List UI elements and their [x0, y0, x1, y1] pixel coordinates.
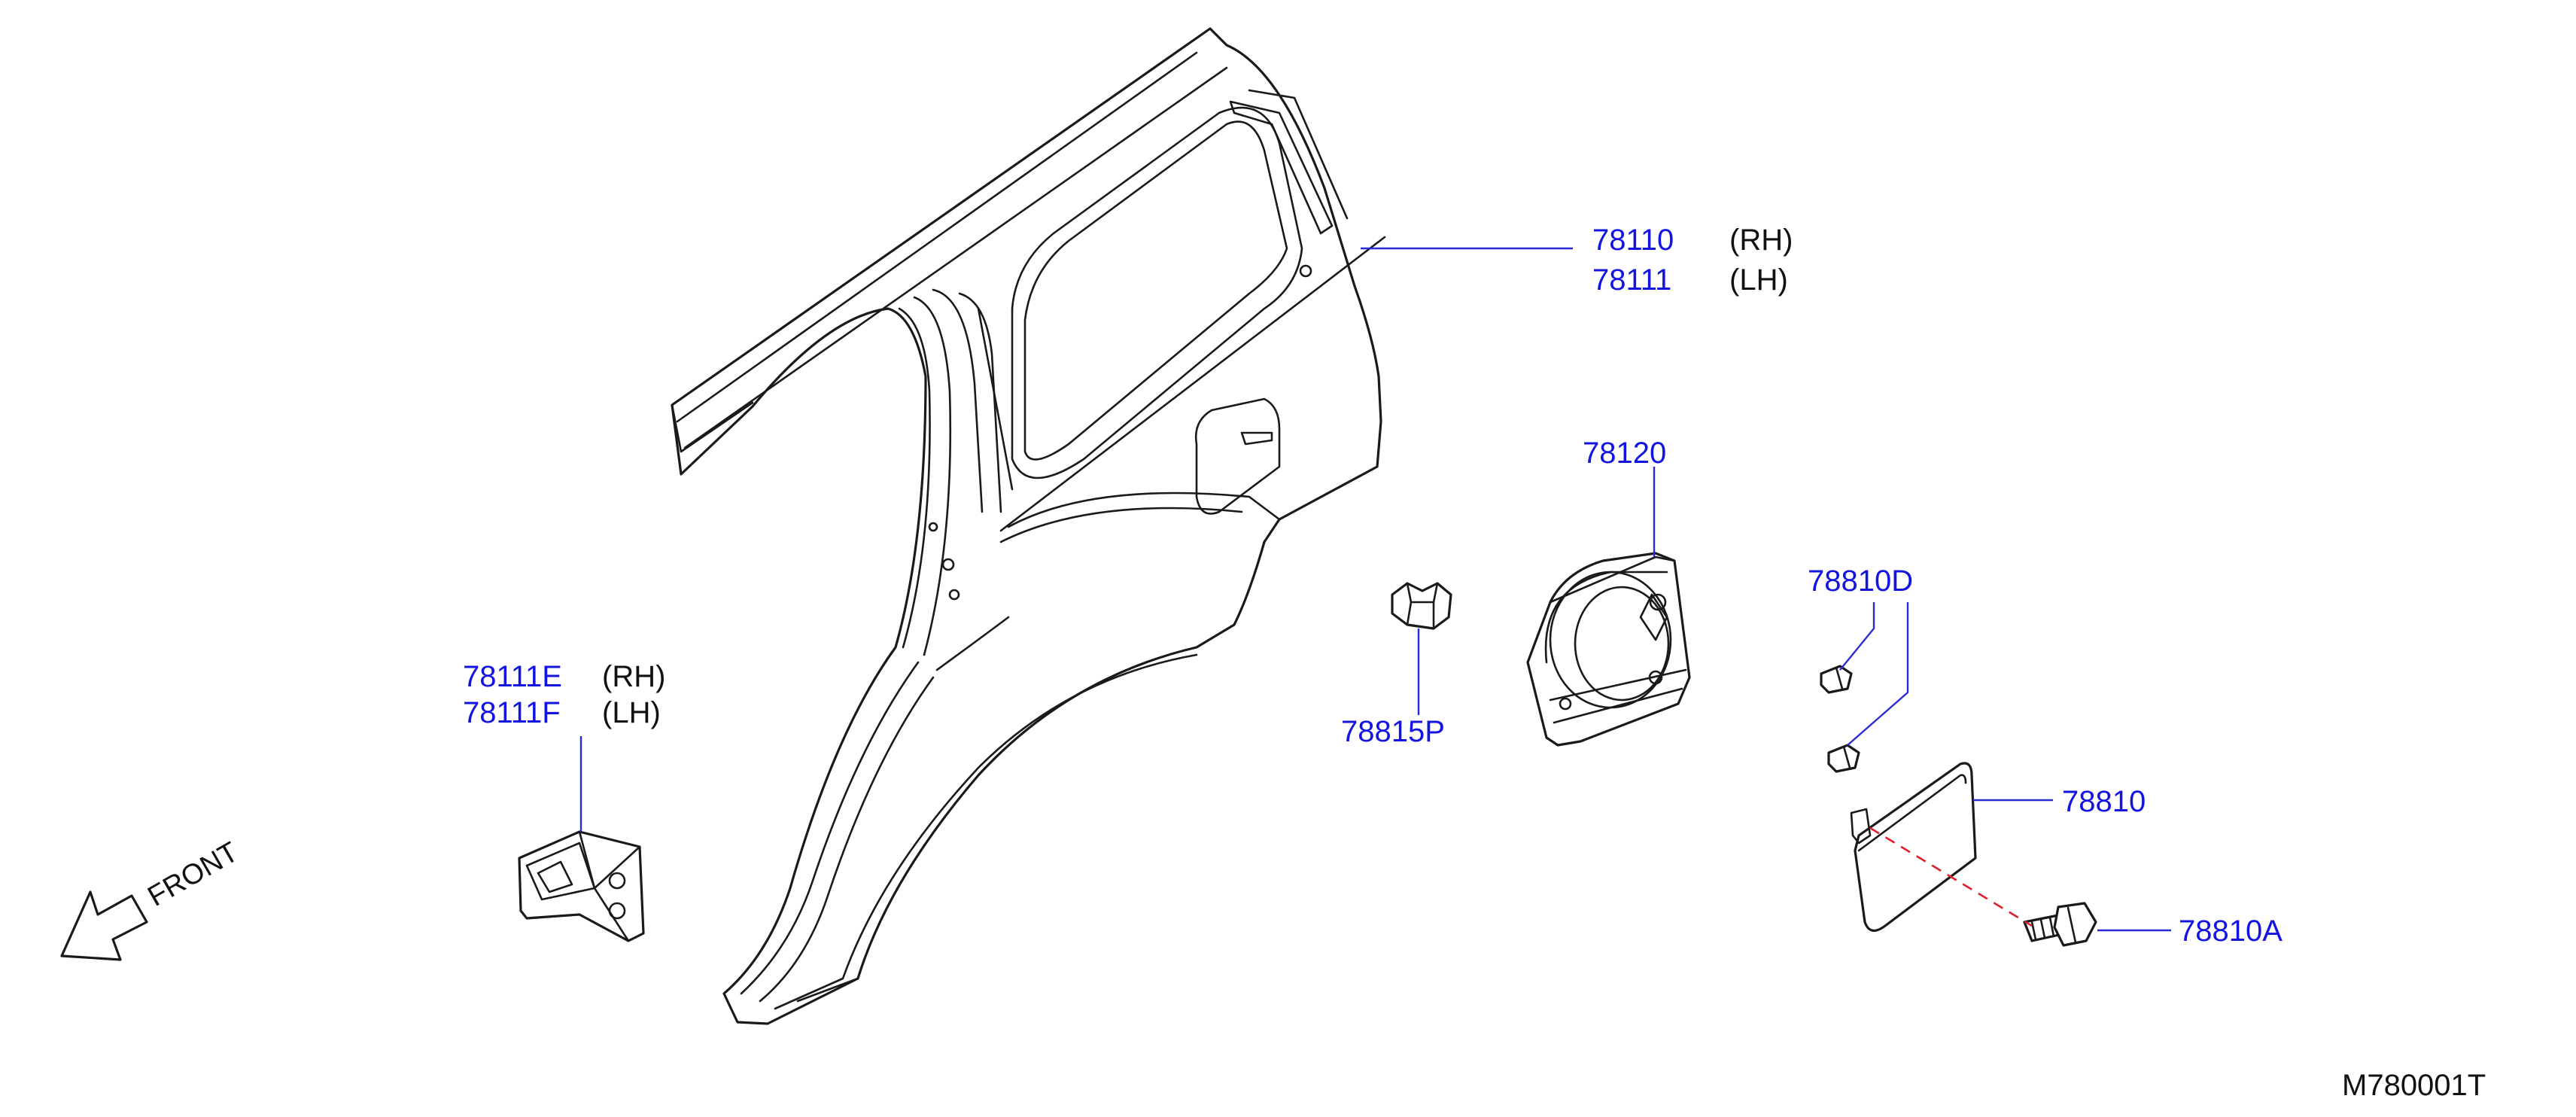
callout-78810: 78810 [2062, 785, 2146, 818]
lid-bolt [2023, 902, 2097, 947]
assembly-guide-line [1869, 826, 2033, 927]
callout-78111-side: (LH) [1729, 263, 1788, 297]
callout-78110-side: (RH) [1729, 224, 1793, 257]
rear-fender-panel [671, 27, 1386, 1025]
callout-78111: 78111 [1592, 263, 1671, 297]
fender-bracket [518, 830, 645, 942]
figure-code: M780001T [2342, 1069, 2486, 1102]
callout-78110: 78110 [1592, 224, 1674, 257]
filler-base [1526, 552, 1691, 747]
callout-78815p: 78815P [1341, 715, 1445, 748]
callout-78120: 78120 [1583, 437, 1666, 470]
callout-78810a: 78810A [2179, 915, 2283, 948]
callout-78111f: 78111F [463, 696, 561, 729]
leader-lines [579, 247, 2171, 932]
filler-lid [1850, 762, 1977, 932]
front-arrow-icon [60, 890, 148, 961]
callout-78111e-side: (RH) [602, 660, 665, 693]
callout-78810d: 78810D [1808, 565, 1913, 598]
lid-bumpers [1820, 665, 1860, 773]
front-label: FRONT [143, 836, 244, 913]
clip [1391, 582, 1452, 630]
callout-78111f-side: (LH) [602, 696, 661, 729]
callout-78111e: 78111E [463, 660, 562, 693]
